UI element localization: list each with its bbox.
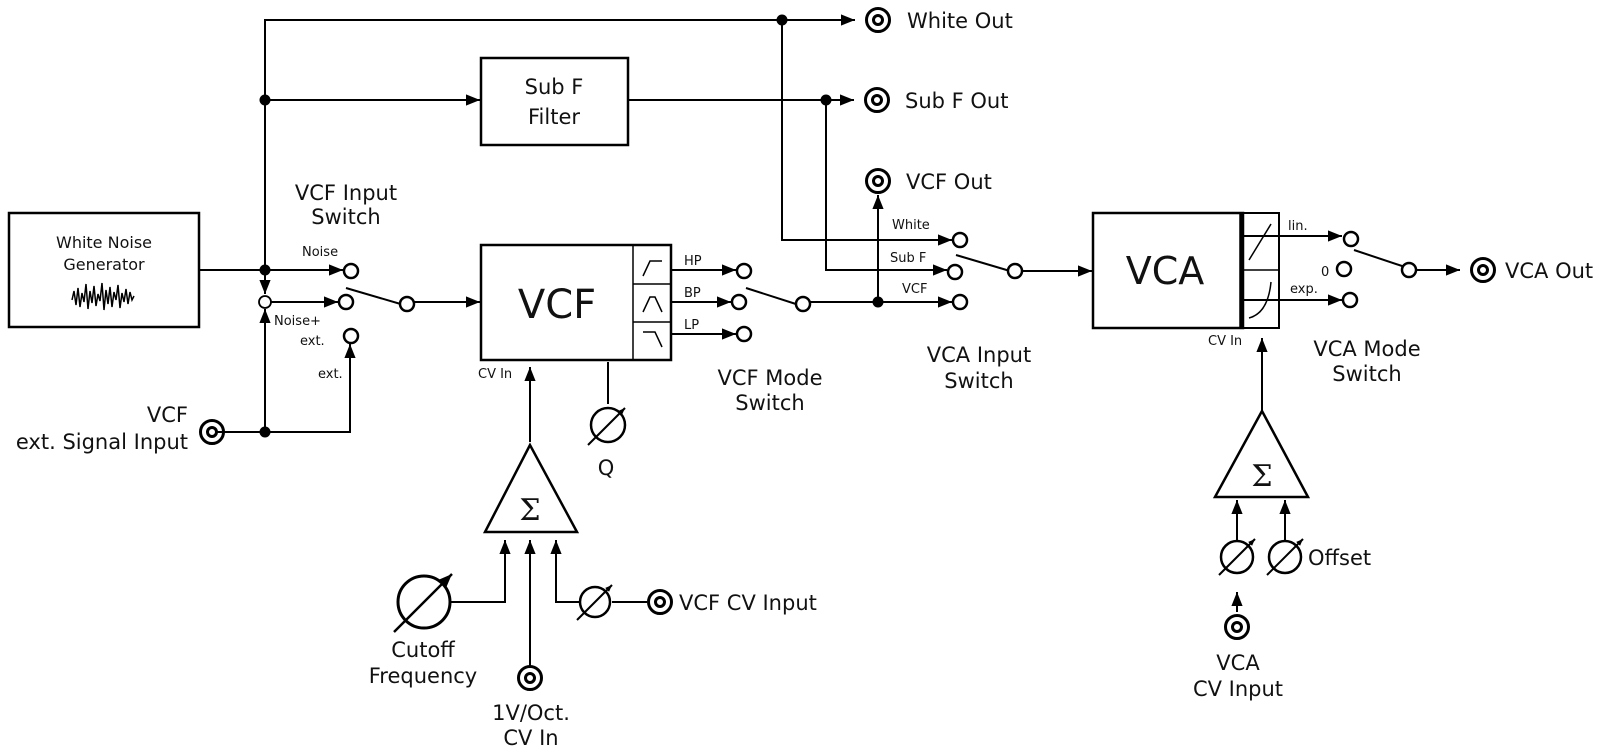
bp-label: BP bbox=[684, 286, 701, 301]
bandpass-icon bbox=[642, 296, 663, 313]
sub-f-filter: Sub F Filter bbox=[479, 56, 630, 147]
lp-label: LP bbox=[684, 318, 699, 333]
vcf-cv-input-label: VCF CV Input bbox=[679, 591, 817, 615]
vcf-label: VCF bbox=[518, 282, 596, 328]
knob-vcf-cv-attenuator[interactable] bbox=[576, 584, 613, 621]
vca-out-label: VCA Out bbox=[1505, 259, 1593, 283]
jack-vca-cv-input[interactable] bbox=[1224, 614, 1250, 640]
junctions bbox=[259, 14, 884, 438]
switch-contacts bbox=[337, 230, 1418, 345]
summing-node bbox=[258, 295, 272, 309]
knob-cutoff-frequency[interactable] bbox=[393, 573, 453, 633]
noise-waveform-icon bbox=[71, 282, 135, 311]
white-out-label: White Out bbox=[907, 9, 1013, 33]
vcf-input-switch-line1: VCF Input bbox=[295, 181, 397, 205]
subf-label: Sub F bbox=[890, 251, 926, 266]
vca-input-switch-line1: VCA Input bbox=[927, 343, 1031, 367]
wires bbox=[200, 14, 1460, 667]
vca-cv-label-line1: VCA bbox=[1216, 651, 1260, 675]
vca-mode-switch-line2: Switch bbox=[1332, 362, 1401, 386]
hp-label: HP bbox=[684, 254, 702, 269]
contact-vcf-mode-common[interactable] bbox=[794, 295, 812, 313]
contact-vca-input-common[interactable] bbox=[1006, 262, 1024, 280]
noise-ext-label-line2: ext. bbox=[300, 334, 325, 349]
contact-subf[interactable] bbox=[946, 263, 964, 281]
contact-vcf[interactable] bbox=[951, 293, 969, 311]
oct-label-line1: 1V/Oct. bbox=[492, 701, 570, 725]
sigma-label: Σ bbox=[519, 493, 540, 528]
jack-vca-out[interactable] bbox=[1470, 257, 1496, 283]
contact-zero[interactable] bbox=[1335, 260, 1353, 278]
vcf-input-switch-line2: Switch bbox=[311, 205, 380, 229]
lin-label: lin. bbox=[1288, 219, 1308, 234]
junction-dot bbox=[259, 426, 271, 438]
vca-cv-in-label: CV In bbox=[1208, 334, 1242, 349]
vcf-select-label: VCF bbox=[902, 282, 927, 297]
junction-dot bbox=[259, 264, 271, 276]
labels: White Out Sub F Out VCF Out VCA Out VCF … bbox=[16, 9, 1593, 750]
jack-vcf-ext-input[interactable] bbox=[199, 419, 225, 445]
knob-vca-cv-attenuator[interactable] bbox=[1218, 538, 1256, 576]
noise-ext-label-line1: Noise+ bbox=[274, 314, 321, 329]
subf-label-line2: Filter bbox=[528, 105, 580, 129]
vcf-out-label: VCF Out bbox=[906, 170, 992, 194]
vca-input-switch-line2: Switch bbox=[944, 369, 1013, 393]
exp-label: exp. bbox=[1290, 282, 1318, 297]
vca-block: VCA CV In bbox=[1091, 211, 1280, 349]
jack-1v-oct-cv-in[interactable] bbox=[517, 665, 543, 691]
ext-label: ext. bbox=[318, 367, 343, 382]
noise-label: Noise bbox=[302, 245, 338, 260]
vcf-block: VCF CV In bbox=[478, 243, 673, 382]
vca-mode-switch-line1: VCA Mode bbox=[1313, 337, 1420, 361]
cutoff-label-line1: Cutoff bbox=[391, 638, 455, 662]
vca-cv-summer: Σ bbox=[1212, 408, 1311, 499]
contact-vcf-input-common[interactable] bbox=[398, 295, 416, 313]
contact-vca-mode-common[interactable] bbox=[1400, 261, 1418, 279]
lowpass-icon bbox=[643, 331, 663, 348]
jack-subf-out[interactable] bbox=[864, 87, 890, 113]
exponential-response-icon bbox=[1248, 281, 1272, 319]
white-noise-generator: White Noise Generator bbox=[7, 211, 201, 329]
vcf-cv-summer: Σ bbox=[482, 442, 580, 534]
subf-out-label: Sub F Out bbox=[905, 89, 1008, 113]
vcf-ext-label-line2: ext. Signal Input bbox=[16, 430, 188, 454]
zero-label: 0 bbox=[1321, 265, 1329, 280]
oct-label-line2: CV In bbox=[503, 726, 558, 750]
contact-lin[interactable] bbox=[1342, 230, 1360, 248]
vca-label: VCA bbox=[1126, 249, 1205, 293]
white-noise-label-line2: Generator bbox=[63, 255, 145, 274]
contact-ext[interactable] bbox=[342, 327, 360, 345]
contact-noise-ext[interactable] bbox=[337, 293, 355, 311]
contact-hp[interactable] bbox=[735, 262, 753, 280]
offset-label: Offset bbox=[1308, 546, 1371, 570]
cutoff-label-line2: Frequency bbox=[369, 664, 478, 688]
knob-vca-offset[interactable] bbox=[1266, 538, 1304, 576]
contact-white[interactable] bbox=[951, 231, 969, 249]
knob-q[interactable] bbox=[587, 406, 627, 446]
vca-cv-label-line2: CV Input bbox=[1193, 677, 1283, 701]
jack-vcf-cv-input[interactable] bbox=[647, 589, 673, 615]
white-label: White bbox=[892, 218, 930, 233]
junction-dot bbox=[776, 14, 788, 26]
jack-vcf-out[interactable] bbox=[865, 168, 891, 194]
junction-dot bbox=[259, 94, 271, 106]
contact-noise[interactable] bbox=[342, 262, 360, 280]
subf-label-line1: Sub F bbox=[525, 75, 584, 99]
contact-lp[interactable] bbox=[735, 325, 753, 343]
vcf-cv-in-label: CV In bbox=[478, 367, 512, 382]
contact-exp[interactable] bbox=[1341, 291, 1359, 309]
sigma-label-vca: Σ bbox=[1251, 459, 1272, 494]
highpass-icon bbox=[642, 260, 662, 277]
vcf-mode-switch-line2: Switch bbox=[735, 391, 804, 415]
vcf-ext-label-line1: VCF bbox=[147, 403, 188, 427]
q-label: Q bbox=[598, 456, 615, 480]
junction-dot bbox=[820, 94, 832, 106]
jack-white-out[interactable] bbox=[865, 7, 891, 33]
linear-response-icon bbox=[1248, 223, 1272, 261]
junction-dot bbox=[872, 296, 884, 308]
white-noise-label-line1: White Noise bbox=[56, 233, 152, 252]
vcf-mode-switch-line1: VCF Mode bbox=[718, 366, 823, 390]
contact-bp[interactable] bbox=[730, 293, 748, 311]
